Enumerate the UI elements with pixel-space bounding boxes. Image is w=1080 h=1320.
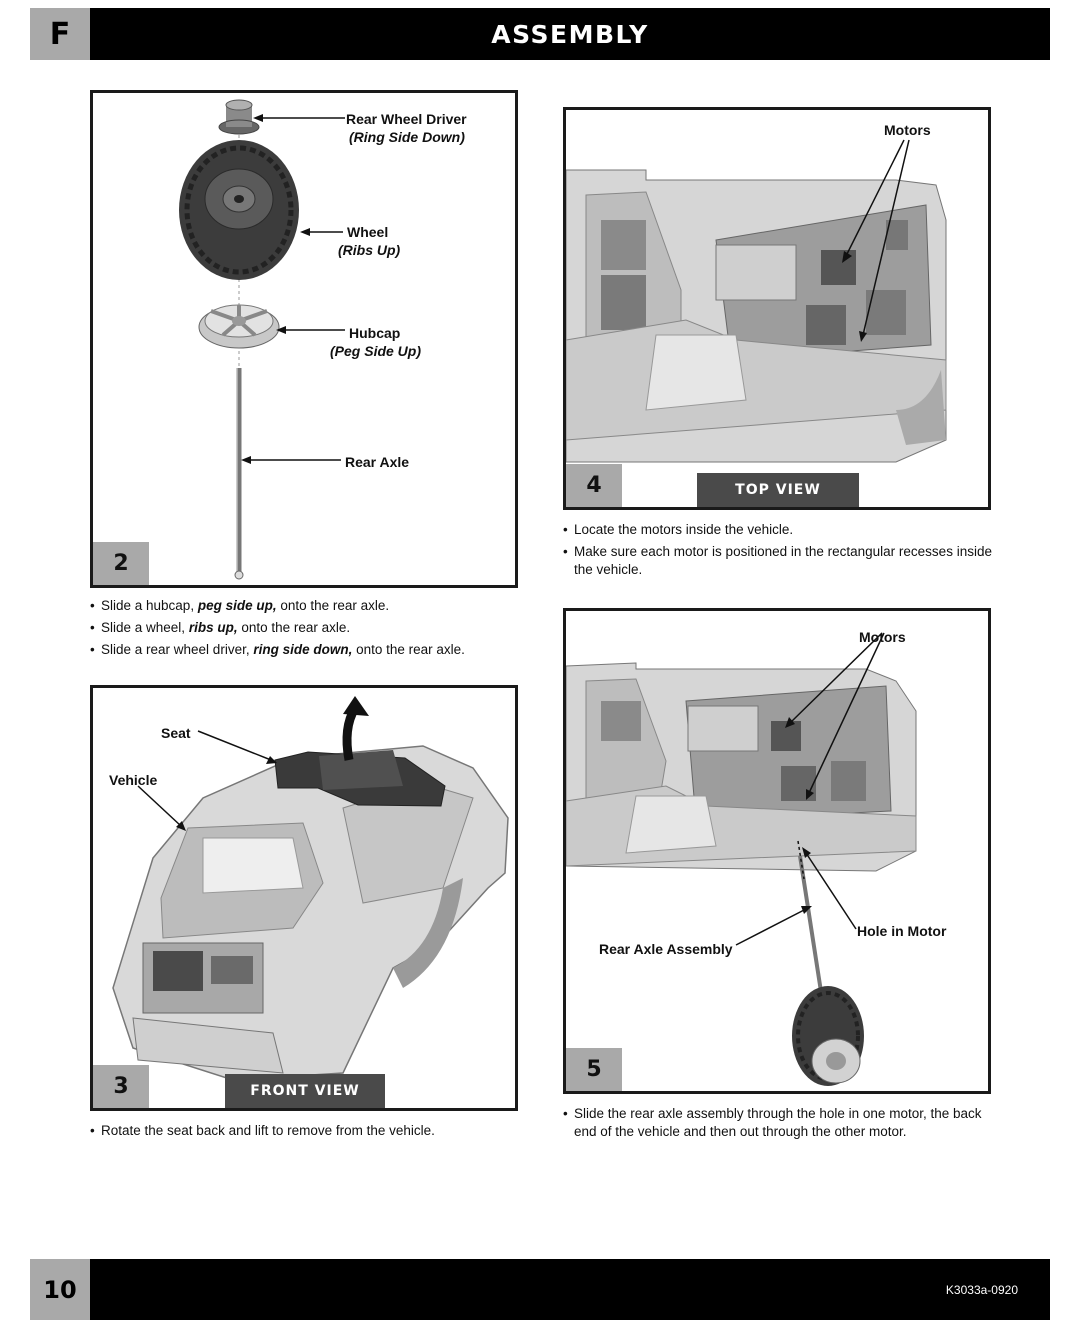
step-3-number: 3 — [93, 1065, 149, 1108]
page-title: ASSEMBLY — [90, 8, 1050, 60]
label-rear-axle-assembly: Rear Axle Assembly — [599, 941, 733, 957]
step-2-number: 2 — [93, 542, 149, 585]
instruction-item: Rotate the seat back and lift to remove … — [90, 1122, 520, 1140]
instruction-item: Slide a hubcap, peg side up, onto the re… — [90, 597, 520, 615]
label-hubcap: Hubcap — [349, 325, 401, 341]
vehicle-top-view-motors-illustration — [566, 139, 988, 507]
step-3-panel: Seat Vehicle 3 FRONT VIEW — [90, 685, 518, 1111]
label-wheel: Wheel — [347, 224, 389, 240]
rear-axle-insertion-illustration — [566, 632, 917, 1086]
label-motors: Motors — [884, 122, 931, 138]
document-code: K3033a-0920 — [945, 1283, 1018, 1297]
step-4-number: 4 — [566, 464, 622, 507]
step-2-instructions: Slide a hubcap, peg side up, onto the re… — [90, 597, 520, 663]
label-ribs-up: (Ribs Up) — [338, 242, 401, 258]
step-5-instructions: Slide the rear axle assembly through the… — [563, 1105, 995, 1145]
step-4-panel: Motors 4 TOP VIEW — [563, 107, 991, 510]
vehicle-front-view-illustration — [112, 696, 509, 1081]
instruction-item: Locate the motors inside the vehicle. — [563, 521, 993, 539]
step-5-number: 5 — [566, 1048, 622, 1091]
page-number: 10 — [30, 1259, 90, 1320]
label-rear-wheel-driver: Rear Wheel Driver — [346, 111, 467, 127]
instruction-item: Slide a wheel, ribs up, onto the rear ax… — [90, 619, 520, 637]
label-vehicle: Vehicle — [109, 772, 158, 788]
step-2-panel: Rear Wheel Driver (Ring Side Down) Wheel… — [90, 90, 518, 588]
front-view-tag: FRONT VIEW — [225, 1074, 385, 1108]
instruction-item: Make sure each motor is positioned in th… — [563, 543, 993, 579]
instruction-item: Slide a rear wheel driver, ring side dow… — [90, 641, 520, 659]
label-ring-side-down: (Ring Side Down) — [349, 129, 465, 145]
footer-bar — [90, 1259, 1050, 1320]
step-3-instructions: Rotate the seat back and lift to remove … — [90, 1122, 520, 1144]
label-peg-side-up: (Peg Side Up) — [330, 343, 422, 359]
instruction-item: Slide the rear axle assembly through the… — [563, 1105, 995, 1141]
step-5-panel: Motors Hole in Motor Rear Axle Assembly … — [563, 608, 991, 1094]
label-motors: Motors — [859, 629, 906, 645]
label-seat: Seat — [161, 725, 191, 741]
axle-wheel-exploded-illustration — [179, 99, 345, 580]
top-view-tag: TOP VIEW — [697, 473, 859, 507]
label-rear-axle: Rear Axle — [345, 454, 410, 470]
section-letter: F — [30, 8, 90, 60]
label-hole-in-motor: Hole in Motor — [857, 923, 947, 939]
step-4-instructions: Locate the motors inside the vehicle. Ma… — [563, 521, 993, 583]
